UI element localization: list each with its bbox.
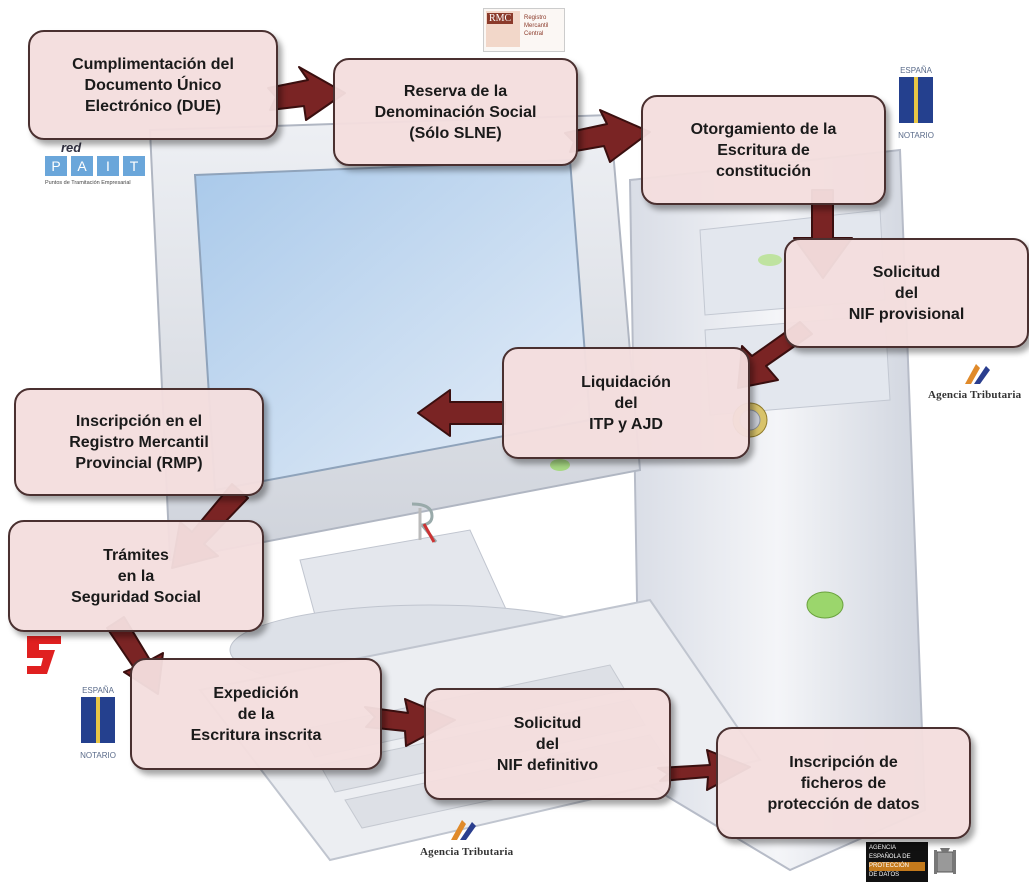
pait-red-text: red [61,140,82,155]
pait-letter: T [123,156,145,176]
step-nif-provisional-label: Solicitud del NIF provisional [848,263,965,323]
coat-of-arms-icon [934,848,956,874]
step-reserva-label: Reserva de la Denominación Social (Sólo … [374,82,537,142]
agencia-emblem-icon [451,820,476,840]
rmc-logo-text: Registro Mercantil Central [524,15,549,37]
step-expedicion: Expedición de la Escritura inscrita [130,658,382,770]
step-inscripcion-rmp-label: Inscripción en el Registro Mercantil Pro… [69,412,209,472]
agencia-logo-right [930,362,1025,402]
seguridad-social-logo [25,632,63,676]
rmc-logo: RMC Registro Mercantil Central [483,8,565,52]
aepd-line: PROTECCIÓN [869,862,925,871]
step-inscripcion-rmp: Inscripción en el Registro Mercantil Pro… [14,388,264,496]
pait-letter: A [71,156,93,176]
pait-logo: red P A I T Puntos de Tramitación Empres… [45,140,165,200]
agencia-emblem-icon [965,364,990,384]
notario-bottom-text: NOTARIO [80,751,116,760]
notario-emblem [899,77,933,123]
step-nif-definitivo: Solicitud del NIF definitivo [424,688,671,800]
step-nif-provisional: Solicitud del NIF provisional [784,238,1029,348]
aepd-logo: AGENCIA ESPAÑOLA DE PROTECCIÓN DE DATOS [866,842,928,882]
registradores-logo [402,500,444,544]
pait-caption: Puntos de Tramitación Empresarial [45,180,131,186]
aepd-line: DE DATOS [869,872,900,878]
step-liquidacion-label: Liquidación del ITP y AJD [581,373,671,433]
step-seguridad-social: Trámites en la Seguridad Social [8,520,264,632]
step-expedicion-label: Expedición de la Escritura inscrita [190,684,322,744]
step-nif-definitivo-label: Solicitud del NIF definitivo [496,714,599,774]
pait-letter: I [97,156,119,176]
agencia-label-bottom: Agencia Tributaria [420,846,514,858]
rmc-logo-abbr: RMC [487,13,514,24]
aepd-line: AGENCIA [869,845,897,851]
step-reserva: Reserva de la Denominación Social (Sólo … [333,58,578,166]
step-due: Cumplimentación del Documento Único Elec… [28,30,278,140]
step-due-label: Cumplimentación del Documento Único Elec… [72,55,234,115]
agencia-logo-bottom [440,818,535,858]
aepd-line: ESPAÑOLA DE [869,854,911,860]
notario-top-text: ESPAÑA [900,66,932,75]
step-proteccion-datos-label: Inscripción de ficheros de protección de… [767,753,920,813]
seguridad-social-icon [27,636,61,674]
notario-bottom-text: NOTARIO [898,131,934,140]
notario-top-text: ESPAÑA [82,686,114,695]
agencia-label-right: Agencia Tributaria [928,389,1022,401]
notario-logo-bottom: ESPAÑA NOTARIO [75,686,121,770]
step-liquidacion: Liquidación del ITP y AJD [502,347,750,459]
pait-letter: P [45,156,67,176]
step-otorgamiento: Otorgamiento de la Escritura de constitu… [641,95,886,205]
step-otorgamiento-label: Otorgamiento de la Escritura de constitu… [690,120,837,180]
notario-logo-top: ESPAÑA NOTARIO [893,66,939,150]
registradores-icon [411,502,438,543]
step-seguridad-social-label: Trámites en la Seguridad Social [71,546,201,606]
step-proteccion-datos: Inscripción de ficheros de protección de… [716,727,971,839]
pait-letters: P A I T [45,156,145,176]
notario-emblem [81,697,115,743]
